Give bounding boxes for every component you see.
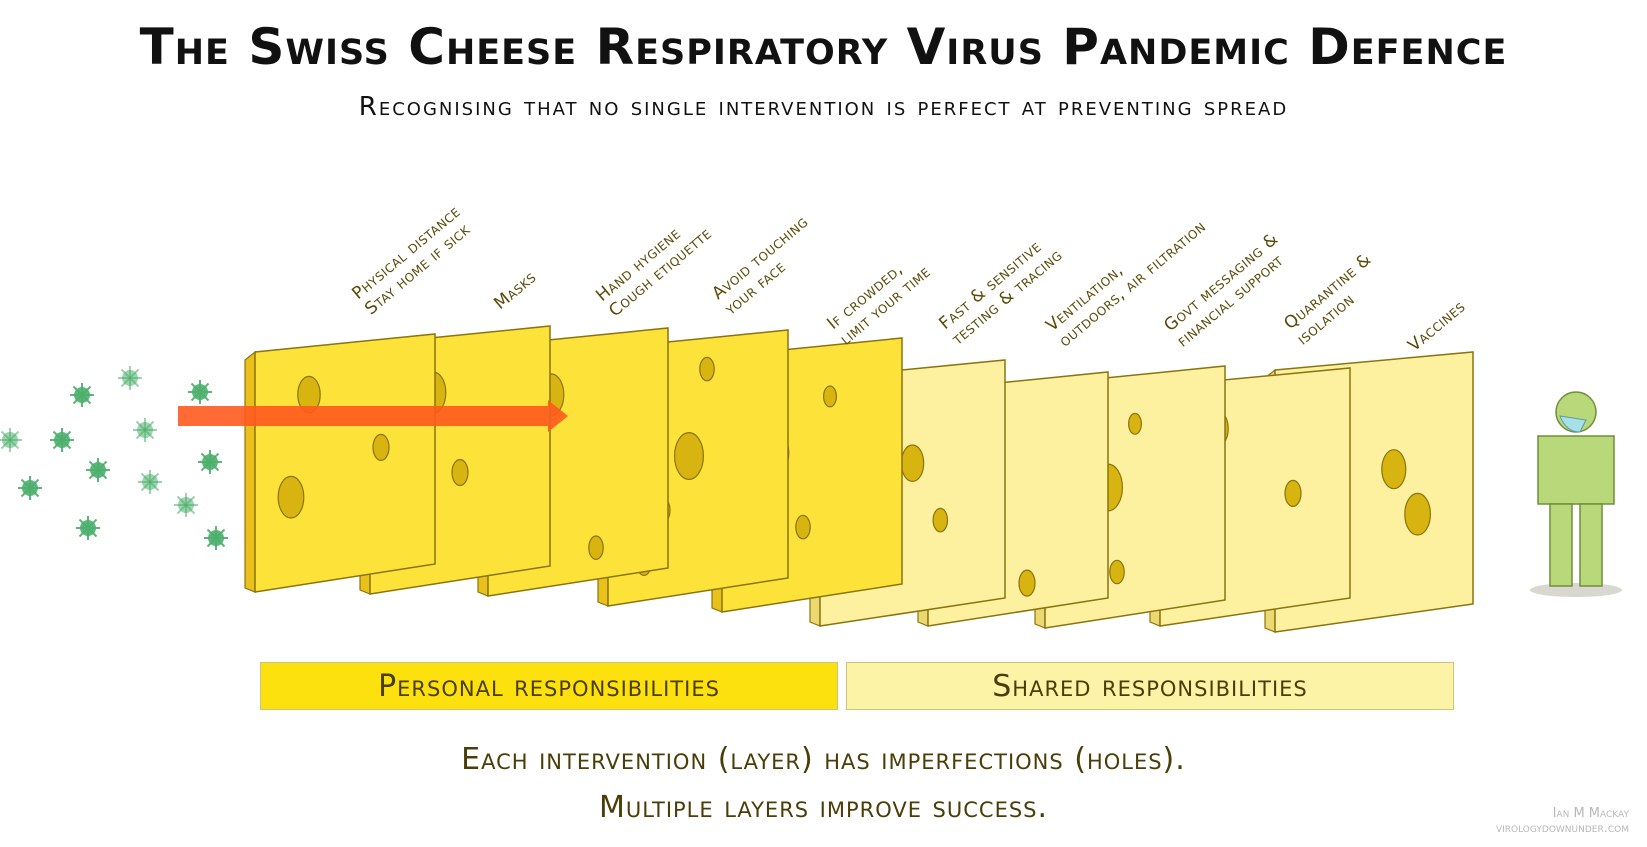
- cheese-slice-physical-distance: [244, 333, 436, 593]
- page-title: The Swiss Cheese Respiratory Virus Pande…: [139, 18, 1508, 76]
- virus-icon: [133, 418, 157, 442]
- virus-path-arrow: [178, 400, 568, 432]
- credit: Ian M Mackay virologydownunder.com: [1496, 806, 1629, 836]
- layer-label-line: Vaccines: [1404, 297, 1469, 356]
- footer-line-2: Multiple layers improve success.: [598, 790, 1049, 825]
- virus-icon: [86, 458, 110, 482]
- layer-label-physical-distance: Physical distanceStay home if sick: [348, 202, 477, 319]
- virus-icon: [174, 493, 198, 517]
- footer-line-1: Each intervention (layer) has imperfecti…: [461, 742, 1186, 777]
- virus-icon: [0, 428, 22, 452]
- virus-icon: [138, 470, 162, 494]
- shared-responsibilities-band: Shared responsibilities: [846, 662, 1454, 710]
- layer-label-vaccines: Vaccines: [1404, 297, 1469, 356]
- virus-icon: [18, 476, 42, 500]
- layer-label-limit-time: If crowded,limit your time: [823, 247, 934, 350]
- protected-person-icon: [1530, 391, 1622, 597]
- page-subtitle: Recognising that no single intervention …: [358, 92, 1289, 122]
- layer-label-masks: Masks: [490, 267, 540, 313]
- virus-icon: [70, 383, 94, 407]
- layer-label-testing-tracing: Fast & sensitivetesting & tracing: [935, 230, 1067, 350]
- credit-author: Ian M Mackay: [1552, 806, 1629, 821]
- layer-label-avoid-touching-face: Avoid touchingyour face: [708, 212, 826, 320]
- credit-site: virologydownunder.com: [1495, 821, 1629, 836]
- virus-icon: [50, 428, 74, 452]
- personal-responsibilities-band: Personal responsibilities: [260, 662, 838, 710]
- layer-label-line: Masks: [490, 267, 540, 313]
- virus-icon: [188, 380, 212, 404]
- layer-label-quarantine: Quarantine &isolation: [1280, 249, 1388, 349]
- virus-icon: [118, 366, 142, 390]
- cheese-slices: [244, 325, 1474, 633]
- virus-icon: [198, 450, 222, 474]
- layer-label-hand-hygiene: Hand hygieneCough etiquette: [592, 208, 715, 321]
- virus-icon: [76, 516, 100, 540]
- virus-icon: [204, 526, 228, 550]
